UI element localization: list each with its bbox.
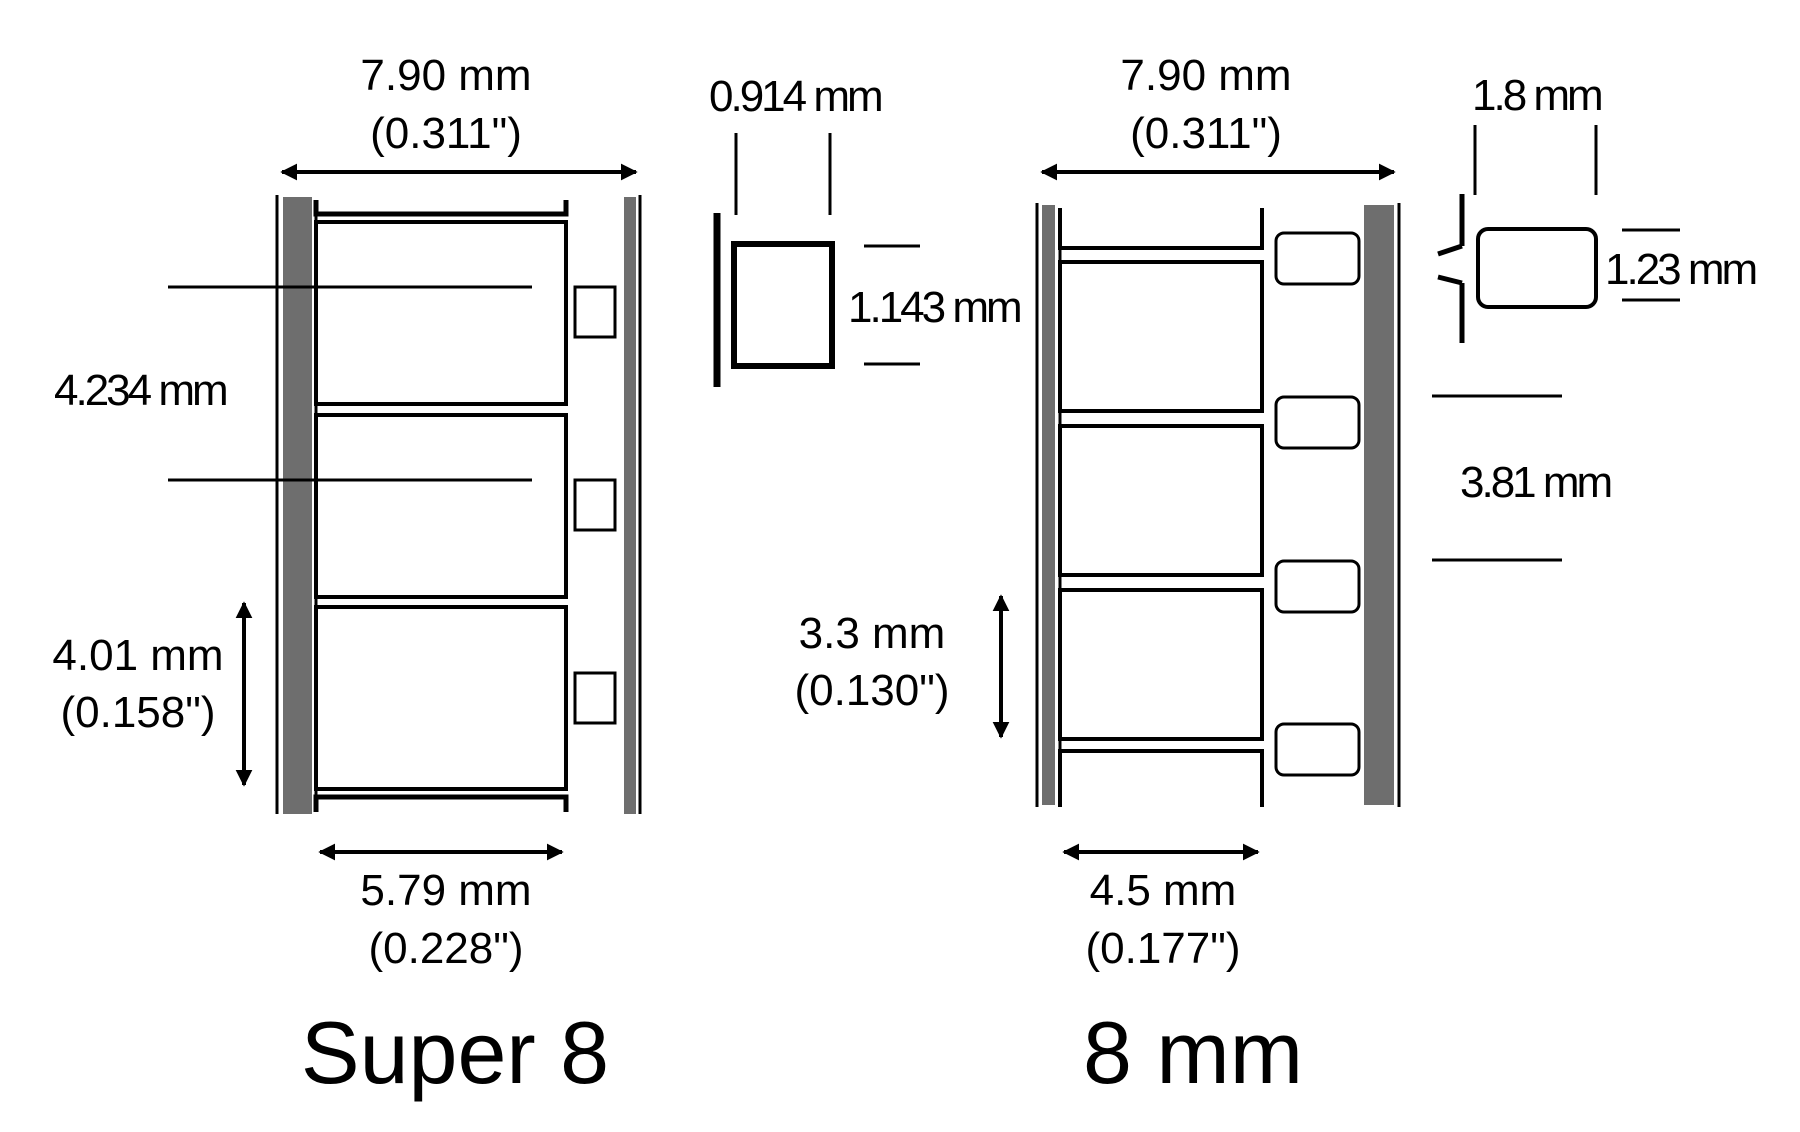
super8-right-edge — [624, 197, 636, 814]
super8-perf-detail-hole — [731, 241, 835, 369]
super8-perforation — [573, 285, 617, 339]
std8-frame-width-in: (0.177") — [1085, 924, 1240, 973]
super8-width-mm: 7.90 mm — [360, 51, 531, 100]
super8-frame-width-in: (0.228") — [368, 924, 523, 973]
std8-perforation — [1274, 231, 1361, 286]
std8-film-strip — [1035, 203, 1401, 807]
std8-left-edge — [1042, 205, 1055, 805]
std8-width-in: (0.311") — [1130, 109, 1282, 158]
std8-perf-detail-hole — [1476, 227, 1598, 309]
std8-pitch-mm: 3.81 mm — [1460, 458, 1611, 507]
std8-frame-height-dimension: 3.3 mm (0.130") — [794, 594, 1010, 739]
std8-pitch-dimension: 3.81 mm — [1432, 394, 1614, 562]
std8-title: 8 mm — [1083, 1003, 1303, 1102]
super8-frame-height-mm: 4.01 mm — [52, 631, 223, 680]
std8-perforation — [1274, 559, 1361, 614]
super8-frame-width-mm: 5.79 mm — [360, 866, 531, 915]
std8-perforation — [1274, 722, 1361, 777]
super8-width-dimension: 7.90 mm (0.311") — [280, 51, 638, 181]
super8-film-strip — [275, 195, 642, 814]
super8-perf-detail: 0.914 mm 1.143 mm — [709, 72, 1023, 387]
super8-frame-width-dimension: 5.79 mm (0.228") — [318, 843, 564, 973]
super8-frame — [314, 413, 568, 599]
super8-left-edge — [283, 197, 312, 814]
super8-frame — [314, 220, 568, 406]
super8-pitch-dimension: 4.234 mm — [54, 285, 532, 482]
std8-frame — [1058, 588, 1264, 741]
std8-frame-height-in: (0.130") — [794, 666, 949, 715]
super8-perf-width: 0.914 mm — [709, 72, 881, 121]
std8-frame — [1058, 424, 1264, 577]
super8-pitch-mm: 4.234 mm — [54, 366, 226, 415]
std8-frame-width-dimension: 4.5 mm (0.177") — [1062, 843, 1260, 973]
super8-frame — [314, 605, 568, 791]
super8-perforation — [573, 478, 617, 532]
std8-frame — [1058, 260, 1264, 413]
super8-title: Super 8 — [301, 1003, 609, 1102]
super8-frame-height-dimension: 4.01 mm (0.158") — [52, 601, 253, 787]
std8-perf-width: 1.8 mm — [1472, 71, 1601, 120]
std8-perf-height: 1.23 mm — [1605, 245, 1756, 294]
super8-width-in: (0.311") — [370, 109, 522, 158]
super8-perforation — [573, 671, 617, 725]
std8-frame-width-mm: 4.5 mm — [1090, 866, 1237, 915]
std8-perf-detail: 1.8 mm 1.23 mm — [1437, 71, 1759, 343]
std8-frame-height-mm: 3.3 mm — [799, 609, 946, 658]
std8-right-edge — [1364, 205, 1394, 805]
super8-perf-height: 1.143 mm — [848, 283, 1020, 332]
std8-width-dimension: 7.90 mm (0.311") — [1040, 51, 1396, 181]
super8-frame-height-in: (0.158") — [60, 688, 215, 737]
std8-perforation — [1274, 395, 1361, 450]
std8-width-mm: 7.90 mm — [1120, 51, 1291, 100]
